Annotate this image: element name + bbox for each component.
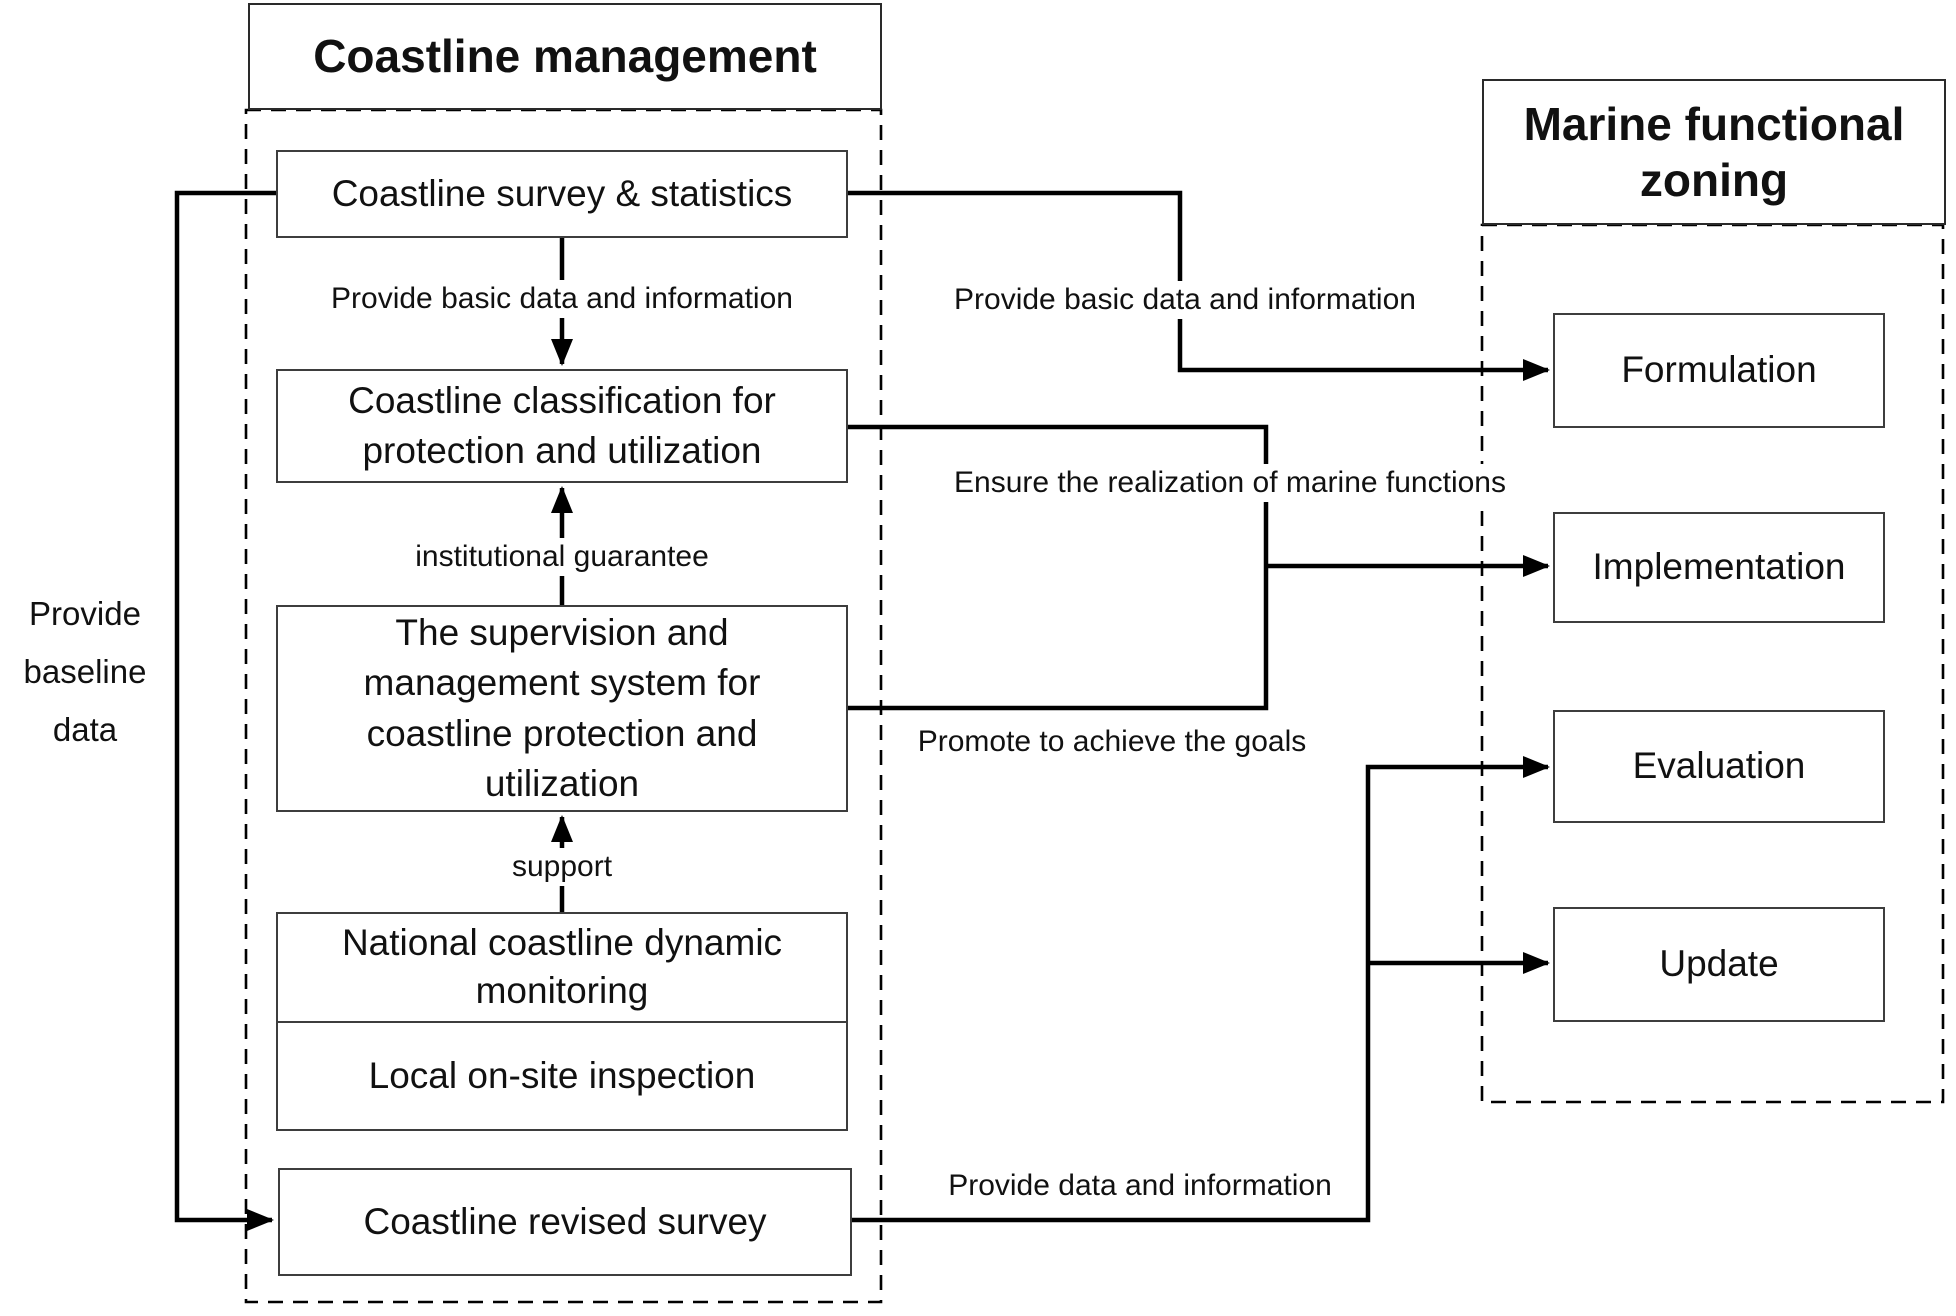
coastline-management-title: Coastline management	[248, 3, 882, 110]
node-coastline-survey-text: Coastline survey & statistics	[331, 172, 793, 214]
node-formulation: Formulation	[1553, 313, 1885, 428]
node-formulation-text: Formulation	[1621, 349, 1817, 391]
node-update-text: Update	[1659, 943, 1779, 985]
label-promote-goals: Promote to achieve the goals	[911, 723, 1313, 761]
node-update: Update	[1553, 907, 1885, 1022]
marine-functional-zoning-title-text: Marine functional zoning	[1523, 97, 1905, 206]
label-provide-data: Provide data and information	[942, 1167, 1338, 1205]
label-ensure-realization: Ensure the realization of marine functio…	[948, 464, 1512, 502]
label-provide-baseline-data: Provide baseline data	[23, 595, 147, 748]
node-national-monitoring: National coastline dynamic monitoring	[278, 914, 846, 1021]
node-coastline-classification: Coastline classification for protection …	[276, 369, 848, 483]
label-support: support	[505, 848, 619, 886]
marine-zoning-dashed-container	[1480, 223, 1945, 1104]
node-local-inspection: Local on-site inspection	[278, 1020, 846, 1130]
node-supervision-system: The supervision and management system fo…	[276, 605, 848, 812]
label-institutional-guarantee: institutional guarantee	[409, 538, 715, 576]
node-monitoring-inspection-group: National coastline dynamic monitoring Lo…	[276, 912, 848, 1131]
edge-revised-to-evaluation	[852, 756, 1550, 1223]
edge-survey-to-revised-survey	[174, 190, 276, 1231]
node-coastline-revised-survey-text: Coastline revised survey	[363, 1200, 767, 1242]
node-national-monitoring-text: National coastline dynamic monitoring	[341, 922, 783, 1012]
node-coastline-classification-text: Coastline classification for protection …	[348, 379, 776, 471]
label-provide-basic-data-right: Provide basic data and information	[948, 281, 1422, 319]
node-evaluation-text: Evaluation	[1632, 745, 1806, 787]
node-implementation: Implementation	[1553, 512, 1885, 623]
node-implementation-text: Implementation	[1592, 546, 1846, 588]
node-local-inspection-text: Local on-site inspection	[368, 1054, 756, 1096]
node-supervision-system-text: The supervision and management system fo…	[363, 611, 761, 804]
label-provide-basic-data-left: Provide basic data and information	[325, 280, 799, 318]
coastline-management-title-text: Coastline management	[313, 30, 817, 83]
node-evaluation: Evaluation	[1553, 710, 1885, 823]
marine-functional-zoning-title: Marine functional zoning	[1482, 79, 1946, 225]
node-coastline-survey: Coastline survey & statistics	[276, 150, 848, 238]
node-coastline-revised-survey: Coastline revised survey	[278, 1168, 852, 1276]
